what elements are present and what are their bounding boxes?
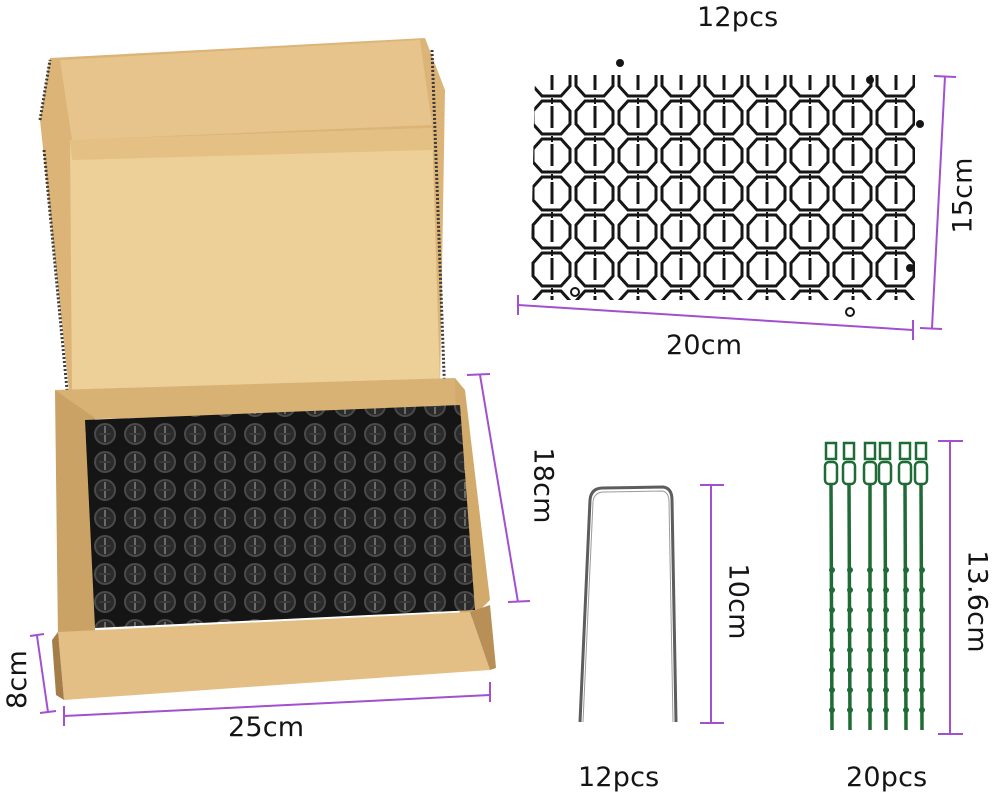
- spike-mat-quantity-label: 12pcs: [697, 2, 779, 33]
- cable-ties-quantity-label: 20pcs: [846, 762, 928, 793]
- spike-mat-width-label: 20cm: [666, 330, 743, 361]
- u-stake-quantity-label: 12pcs: [578, 762, 660, 793]
- cable-ties-length-label: 13.6cm: [961, 550, 993, 653]
- box-length-label: 25cm: [228, 712, 305, 743]
